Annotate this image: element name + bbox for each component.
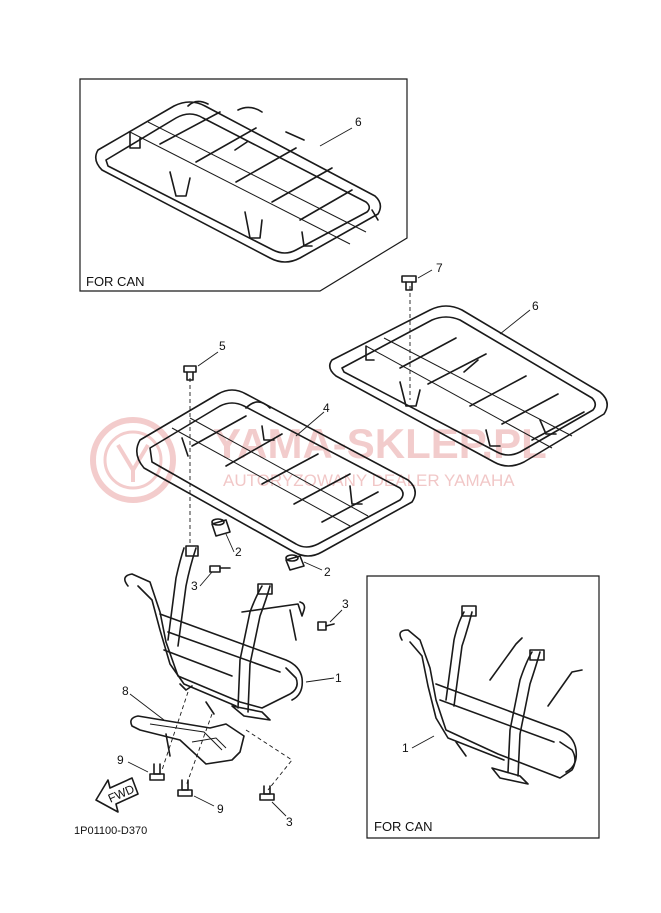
bottom-for-can-box: FOR CAN	[366, 575, 600, 839]
callout-3-upper: 3	[191, 579, 198, 593]
watermark: YAMA-SKLEP.PL AUTORYZOWANY DEALER YAMAHA	[90, 417, 547, 503]
bracket	[130, 715, 245, 765]
callout-6-can: 6	[355, 115, 362, 129]
fwd-arrow-icon: FWD	[95, 777, 139, 813]
watermark-text: YAMA-SKLEP.PL	[213, 420, 547, 467]
top-for-can-box: FOR CAN	[79, 78, 408, 292]
bolt-7	[401, 275, 417, 291]
callout-5: 5	[219, 339, 226, 353]
callout-2-lower: 2	[324, 565, 331, 579]
callout-3-middle: 3	[342, 597, 349, 611]
callout-7: 7	[436, 261, 443, 275]
bolt-3-middle	[317, 621, 335, 631]
callout-3-bottom: 3	[286, 815, 293, 829]
leader-lines	[127, 127, 531, 817]
drawing-code: 1P01100-D370	[74, 825, 147, 837]
bolt-3-bottom	[259, 785, 275, 801]
top-box-label: FOR CAN	[86, 274, 145, 289]
bolt-9-right	[177, 779, 193, 797]
bolt-3-upper	[209, 565, 231, 573]
rear-carrier	[328, 286, 608, 467]
front-guard-can	[399, 605, 583, 785]
grommet-2-lower	[285, 554, 305, 571]
callout-9-left: 9	[117, 753, 124, 767]
callout-1-can: 1	[402, 741, 409, 755]
callout-1: 1	[335, 671, 342, 685]
front-guard	[124, 545, 306, 721]
rear-carrier-can	[94, 100, 382, 263]
bolt-9-left	[149, 763, 165, 781]
bolt-5	[183, 365, 197, 381]
callout-9-right: 9	[217, 802, 224, 816]
watermark-logo-icon	[90, 417, 176, 503]
callout-4: 4	[323, 401, 330, 415]
callout-8: 8	[122, 684, 129, 698]
callout-6: 6	[532, 299, 539, 313]
callout-2-upper: 2	[235, 545, 242, 559]
watermark-subtext: AUTORYZOWANY DEALER YAMAHA	[223, 471, 515, 490]
front-carrier	[136, 389, 416, 557]
bottom-box-label: FOR CAN	[374, 819, 433, 834]
grommet-2-upper	[211, 518, 231, 537]
